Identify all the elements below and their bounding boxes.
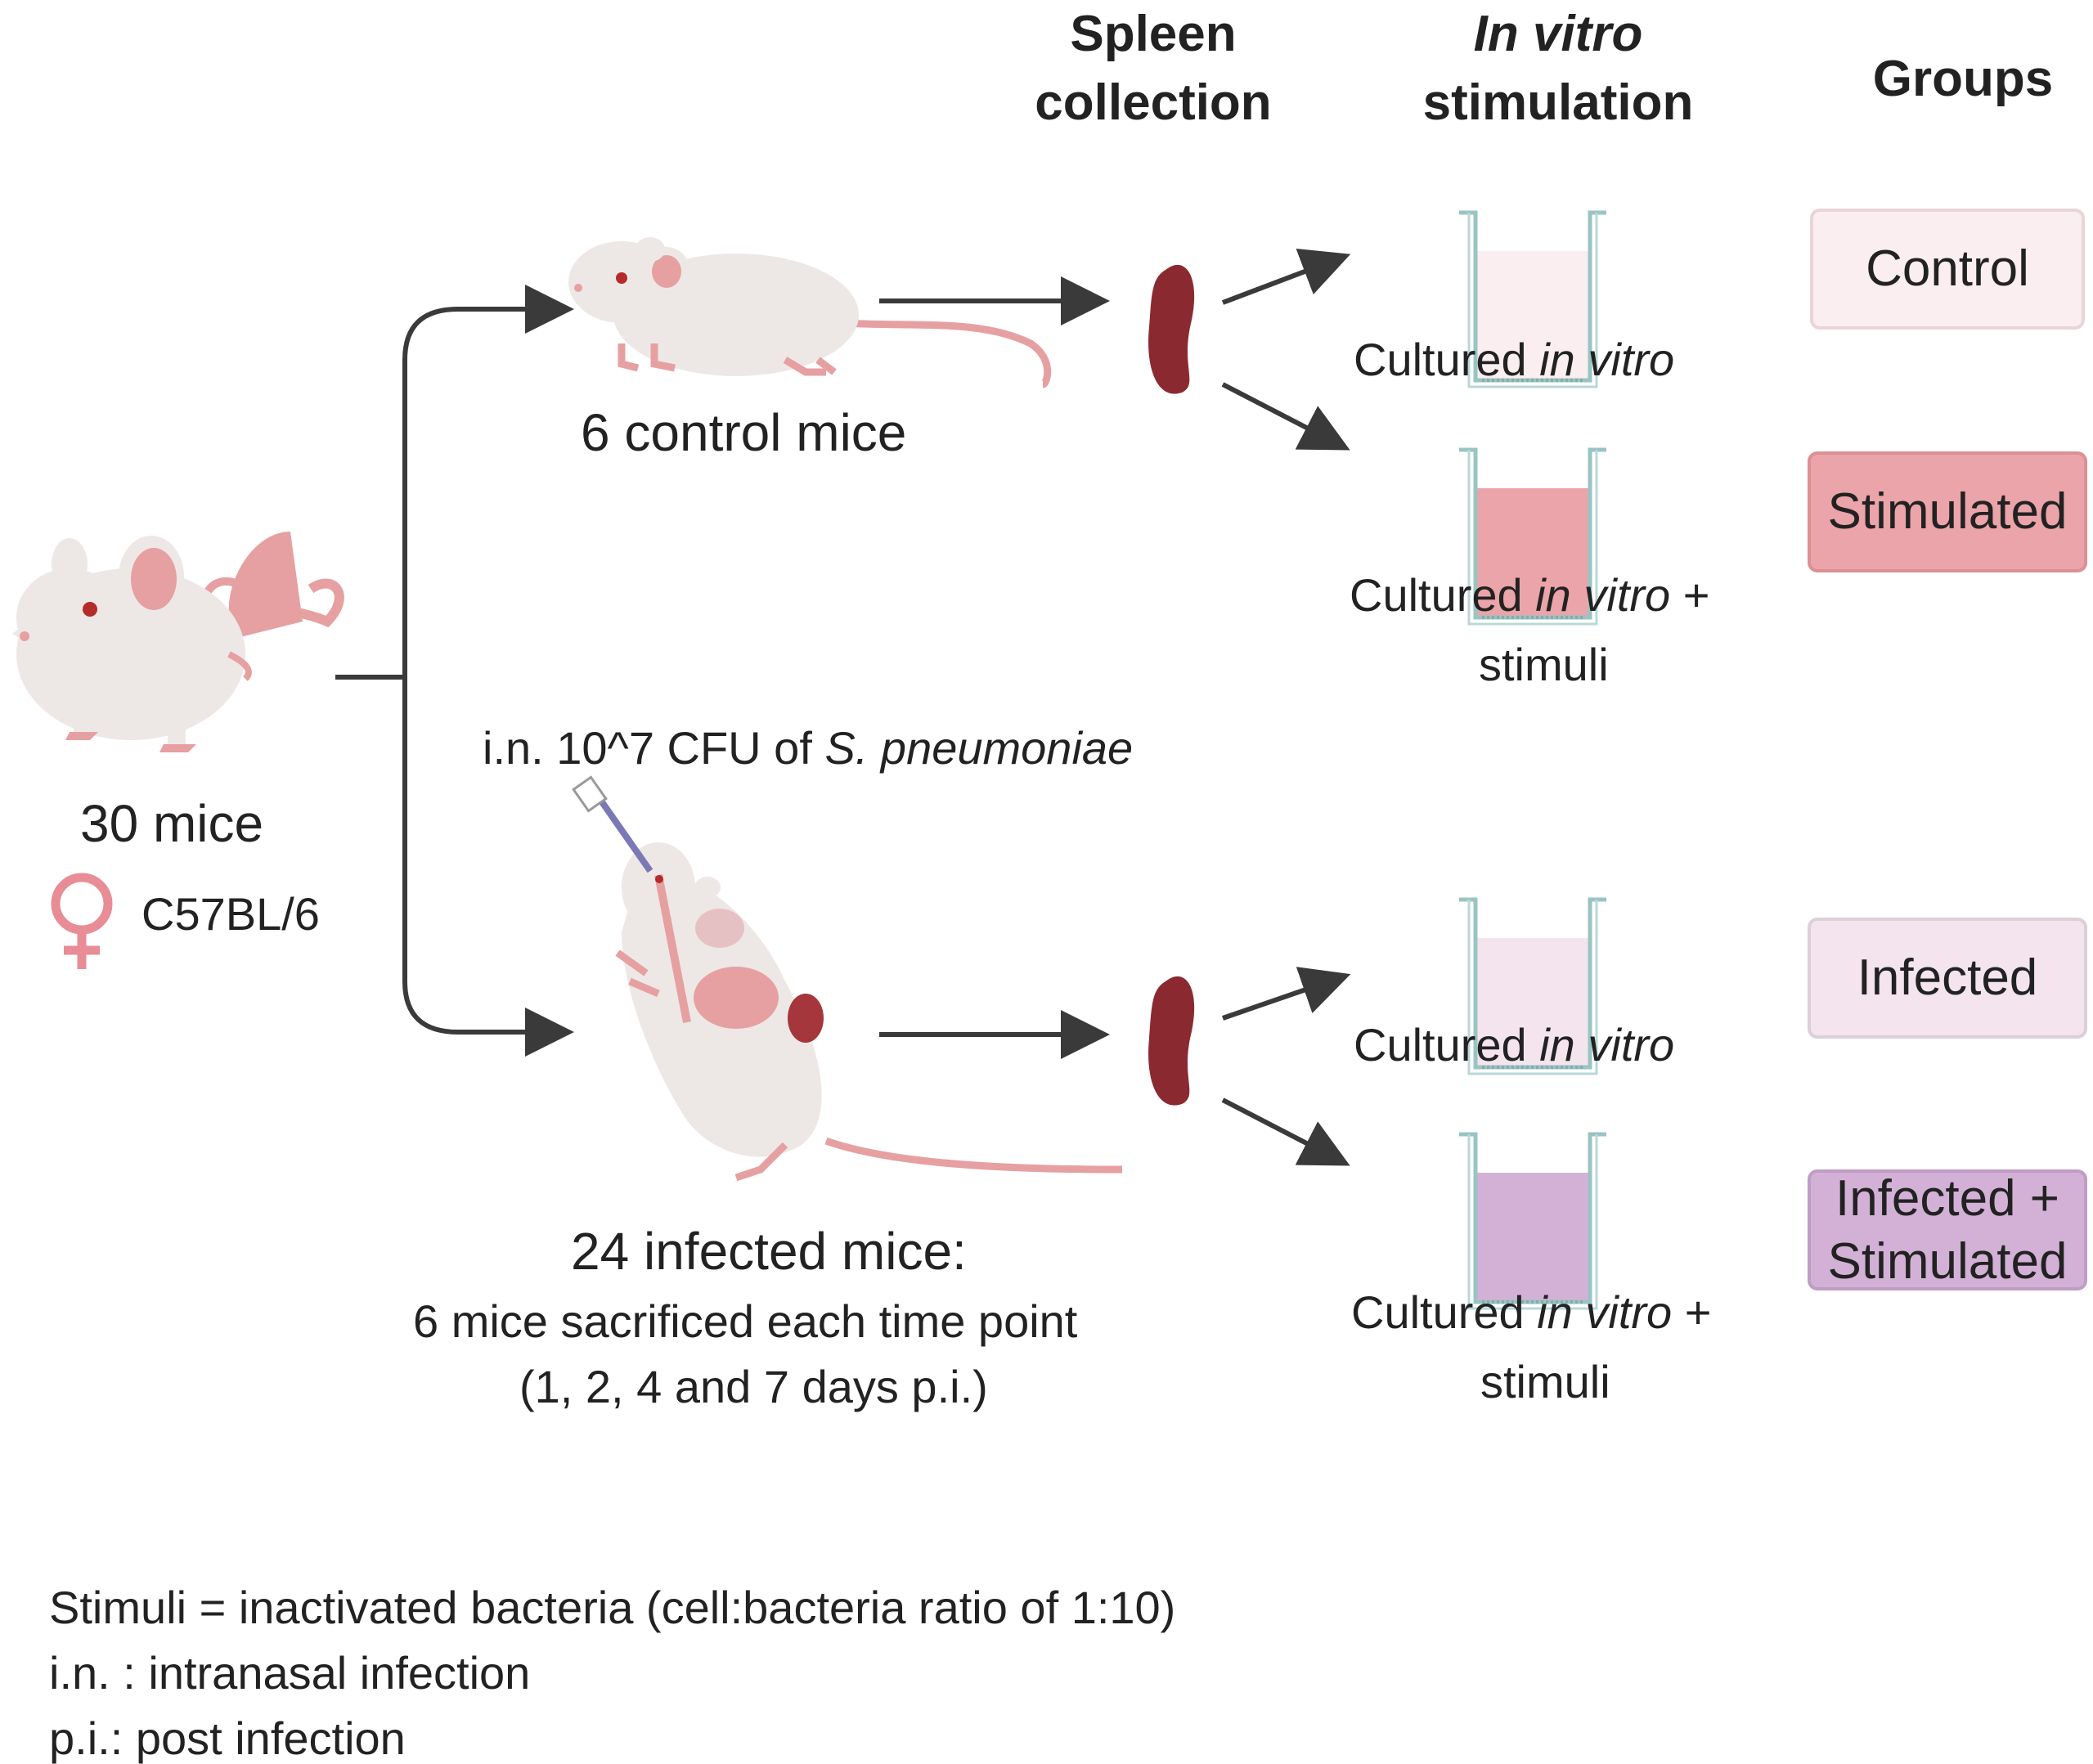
culture-label-infected: Cultured in vitro [1354,1019,1675,1071]
spleen-icon-bottom [1148,976,1195,1106]
legend-line-pi: p.i.: post infection [49,1712,406,1764]
pipette-icon [572,775,654,873]
legend-line-in: i.n. : intranasal infection [49,1647,531,1699]
mice-count-label: 30 mice [80,794,264,853]
group-box-stimulated: Stimulated [1808,451,2087,572]
mouse-icon-control [568,237,1052,388]
stimuli-label-top: stimuli [1479,639,1609,690]
culture-label-stimulated: Cultured in vitro + [1350,569,1710,621]
stimuli-label-bottom: stimuli [1480,1356,1610,1407]
header-groups: Groups [1872,51,2054,107]
mouse-icon-source [12,532,344,752]
infected-mice-label: 24 infected mice: [571,1222,967,1281]
female-symbol-icon [51,873,113,969]
branch-connector [335,285,574,1057]
mouse-icon-infected [615,842,1123,1182]
infected-detail-2: (1, 2, 4 and 7 days p.i.) [519,1361,988,1412]
header-spleen-collection: Spleen collection [1035,6,1272,131]
group-box-control: Control [1810,209,2085,330]
group-box-infected-stimulated: Infected + Stimulated [1808,1169,2087,1290]
legend-line-stimuli: Stimuli = inactivated bacteria (cell:bac… [49,1582,1176,1633]
spleen-icon-top [1148,264,1195,394]
culture-beaker-control [1459,213,1606,387]
culture-beaker-infected-stimulated [1459,1134,1606,1308]
culture-label-control: Cultured in vitro [1354,334,1675,385]
header-in-vitro-stimulation: In vitro stimulation [1422,6,1694,131]
infection-label: i.n. 10^7 CFU of S. pneumoniae [483,722,1134,774]
culture-label-infected-stimulated: Cultured in vitro + [1351,1286,1712,1338]
culture-beaker-stimulated [1459,450,1606,624]
culture-beaker-infected [1459,900,1606,1074]
infected-detail-1: 6 mice sacrificed each time point [413,1295,1078,1347]
process-arrows [879,248,1351,1166]
control-mice-label: 6 control mice [581,403,907,462]
group-box-infected: Infected [1808,918,2087,1039]
strain-label: C57BL/6 [141,888,320,940]
